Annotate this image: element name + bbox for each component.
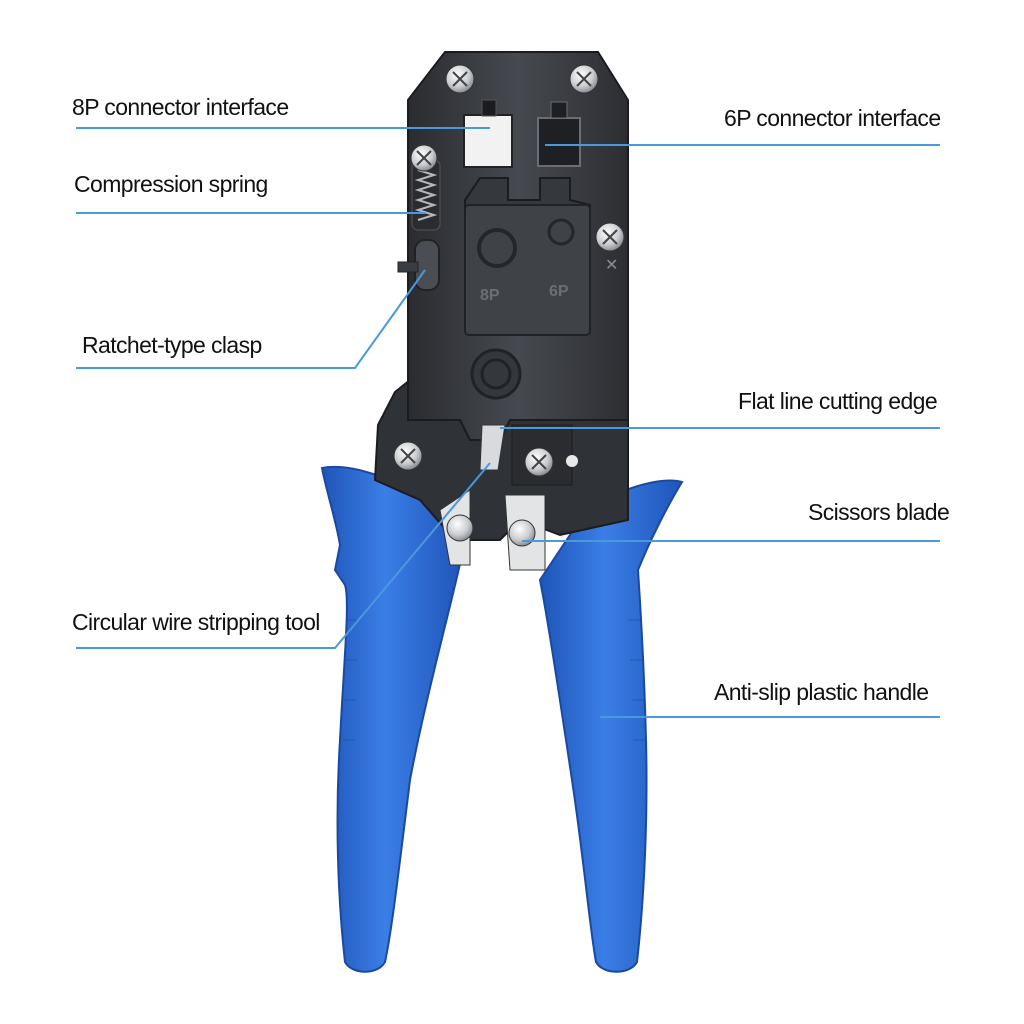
screw-blade-left [446,514,474,542]
left-handle [320,465,464,973]
port-8p [463,114,513,168]
stripping-hole [470,348,522,400]
screw-blade-right [508,519,536,547]
right-handle [538,479,684,973]
crimp-die-cover [464,204,591,336]
die-6p-marking: 6P [549,283,569,300]
port-6p [537,117,581,167]
pivot-dot [566,455,578,467]
die-8p-hole [477,228,517,268]
label-anti-slip-plastic-handle: Anti-slip plastic handle [714,679,929,705]
leader-stripping [76,462,491,649]
ratchet-clasp [414,239,440,291]
cross-mark: ✕ [605,255,618,274]
compression-spring-coil [414,169,438,221]
die-8p-marking: 8P [480,287,500,304]
label-6p-connector-interface: 6P connector interface [724,105,941,131]
label-8p-connector-interface: 8P connector interface [72,94,289,120]
leader-ratchet [76,269,426,369]
label-flat-line-cutting-edge: Flat line cutting edge [738,388,938,414]
die-6p-hole [547,218,575,246]
label-circular-wire-stripping-tool: Circular wire stripping tool [72,609,320,635]
label-compression-spring: Compression spring [74,171,268,197]
flat-cutting-blade [479,424,506,471]
label-scissors-blade: Scissors blade [808,499,950,525]
label-ratchet-type-clasp: Ratchet-type clasp [82,332,262,358]
